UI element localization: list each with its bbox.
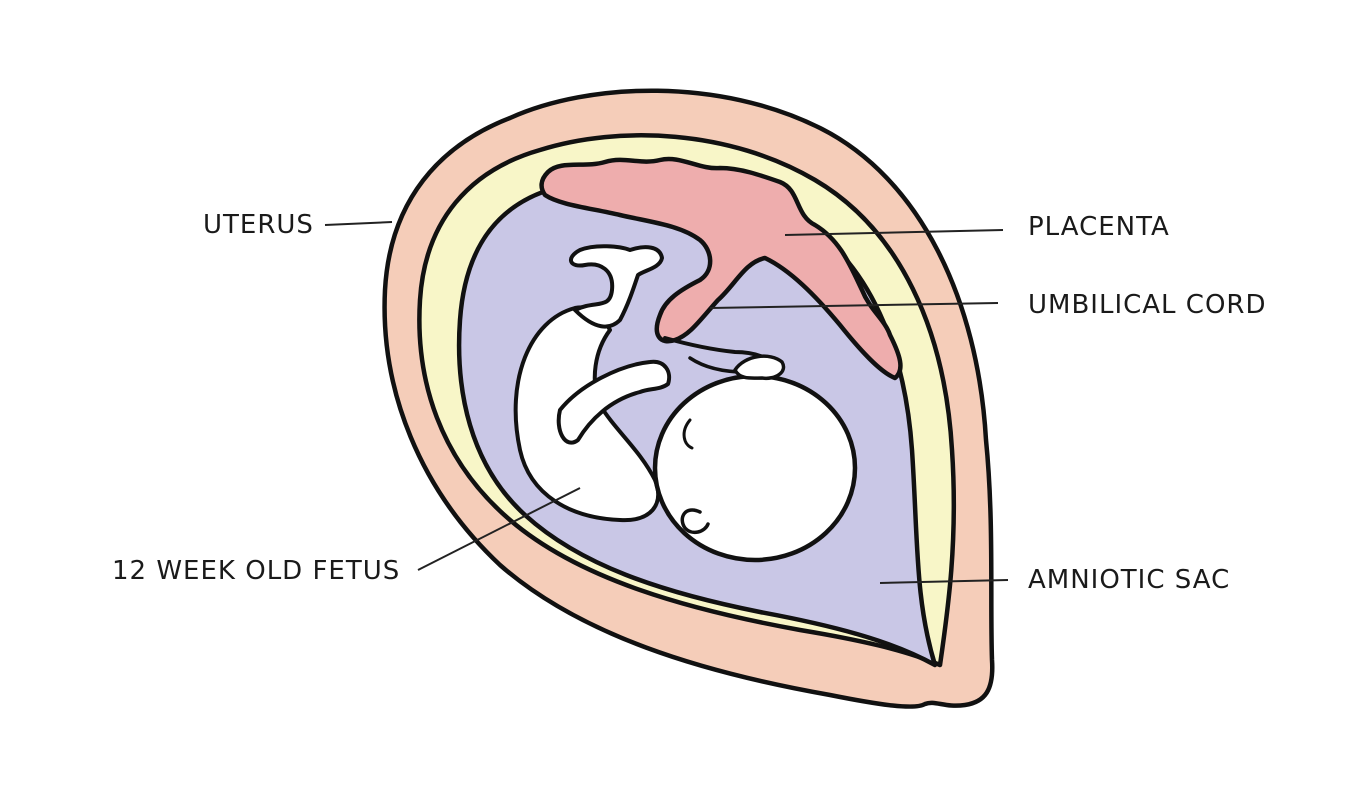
uterus-leader bbox=[324, 221, 393, 226]
fetus-hand bbox=[733, 354, 786, 381]
fetus-leader bbox=[417, 487, 581, 571]
label-placenta: PLACENTA bbox=[1028, 212, 1170, 242]
amniotic-sac-leader bbox=[879, 579, 1009, 584]
label-fetus: 12 WEEK OLD FETUS bbox=[112, 556, 401, 586]
fetus-face bbox=[682, 418, 694, 450]
umbilical-cord-leader bbox=[709, 302, 999, 309]
fetus-head bbox=[652, 373, 858, 563]
fetus-arm bbox=[556, 359, 671, 445]
label-amniotic-sac: AMNIOTIC SAC bbox=[1028, 565, 1231, 595]
placenta-leader bbox=[784, 229, 1004, 236]
label-umbilical-cord: UMBILICAL CORD bbox=[1028, 290, 1267, 320]
label-uterus: UTERUS bbox=[203, 210, 314, 240]
fetus-leg bbox=[569, 244, 664, 329]
fetus-ear bbox=[680, 508, 710, 535]
placenta bbox=[539, 156, 903, 381]
